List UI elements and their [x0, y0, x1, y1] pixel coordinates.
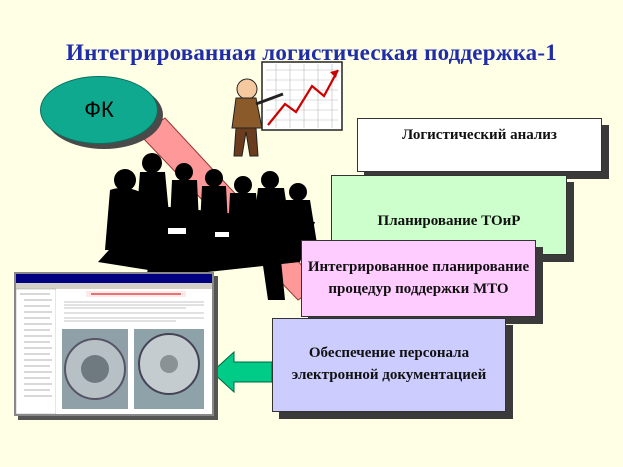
fk-ellipse: ФК — [40, 76, 158, 144]
document-viewer-screenshot-icon — [14, 272, 214, 416]
box-logistic-analysis: Логистический анализ — [357, 118, 602, 172]
green-arrow — [211, 350, 273, 394]
box-electronic-documentation: Обеспечение персонала электронной докуме… — [272, 318, 506, 412]
page-title: Интегрированная логистическая поддержка-… — [66, 40, 557, 65]
viewer-illustration — [15, 274, 212, 415]
box-integrated-support-planning: Интегрированное планирование процедур по… — [301, 240, 536, 317]
meeting-table-people-icon — [98, 153, 318, 300]
presenter-with-chart-icon — [231, 61, 343, 157]
